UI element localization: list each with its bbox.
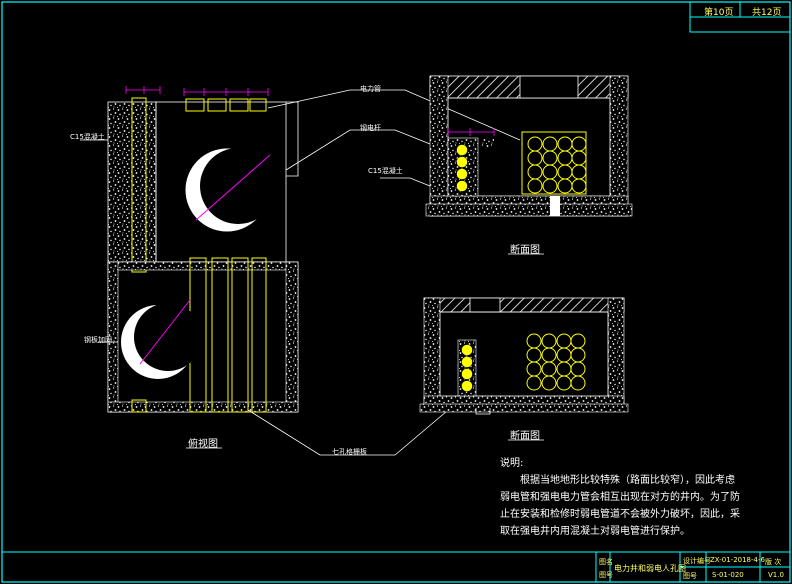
version-label: 版 次 [765,558,782,566]
leader-lines [80,89,521,456]
plan-lower-wall-top [107,261,299,271]
callout-power-pipe: 电力管 [360,85,381,93]
section-bottom [419,297,629,415]
sheet-no-label: 图号 [683,572,697,580]
sheet-no-value: S-01-020 [712,571,744,579]
plan-dimensions [125,86,269,96]
callout-c15-mid: C15混凝土 [368,167,403,175]
callout-steel-plate: 钢板加固 [84,336,112,344]
section-top-weak-pipes [456,144,468,192]
title-block-frame [2,551,790,582]
callout-c15-left: C15混凝土 [70,133,105,141]
notes-line-2: 弱电管和强电电力管会相互出现在对方的井内。为了防 [500,492,740,503]
drawing-title: 电力井和弱电人孔图 [614,564,686,573]
plan-upper-manhole [185,148,276,232]
notes-heading: 说明: [500,458,524,469]
plan-weak-pipe-vertical [131,97,147,273]
callout-steel-pipe: 钢电杆 [360,124,381,132]
callout-cover-plate: 七孔格栅板 [332,448,367,456]
plan-view [107,86,299,413]
plan-top-pipe-ends [185,98,267,112]
notes-line-3: 止在安装和检修时弱电管道不会被外力破坏，因此，采 [500,509,740,520]
section-top-caption: 断面图 [510,245,540,256]
plan-weak-pipe-end [131,399,147,413]
title-col-name: 图名 [599,558,613,566]
section-bottom-weak-pipes [461,344,473,392]
sheet-current-label: 第10页 [704,8,734,18]
plan-lower-manhole [121,299,202,379]
sheet-total-label: 共12页 [752,8,782,18]
version-value: V1.0 [768,571,784,579]
design-no-label: 设计编号 [683,557,711,565]
plan-lower-wall-right [285,261,299,413]
section-top [425,75,633,217]
plan-power-pipes-vertical [189,257,267,413]
notes-line-4: 取在强电井内用混凝土对弱电管进行保护。 [500,526,690,537]
section-top-power-bank [521,131,587,195]
section-bottom-caption: 断面图 [510,431,540,442]
design-no-value: ZX-01-2018-4-6 [710,556,765,564]
plan-view-caption: 俯视图 [188,439,218,450]
notes-block: 说明: 根据当地地形比较特殊（路面比较窄），因此考虑 弱电管和强电电力管会相互出… [500,455,750,540]
plan-lower-wall-bottom [107,401,299,413]
section-top-power-pipes [527,136,587,194]
notes-line-1: 根据当地地形比较特殊（路面比较窄），因此考虑 [520,475,735,486]
title-col-no: 图号 [599,571,613,579]
section-bottom-power-pipes [526,333,586,391]
